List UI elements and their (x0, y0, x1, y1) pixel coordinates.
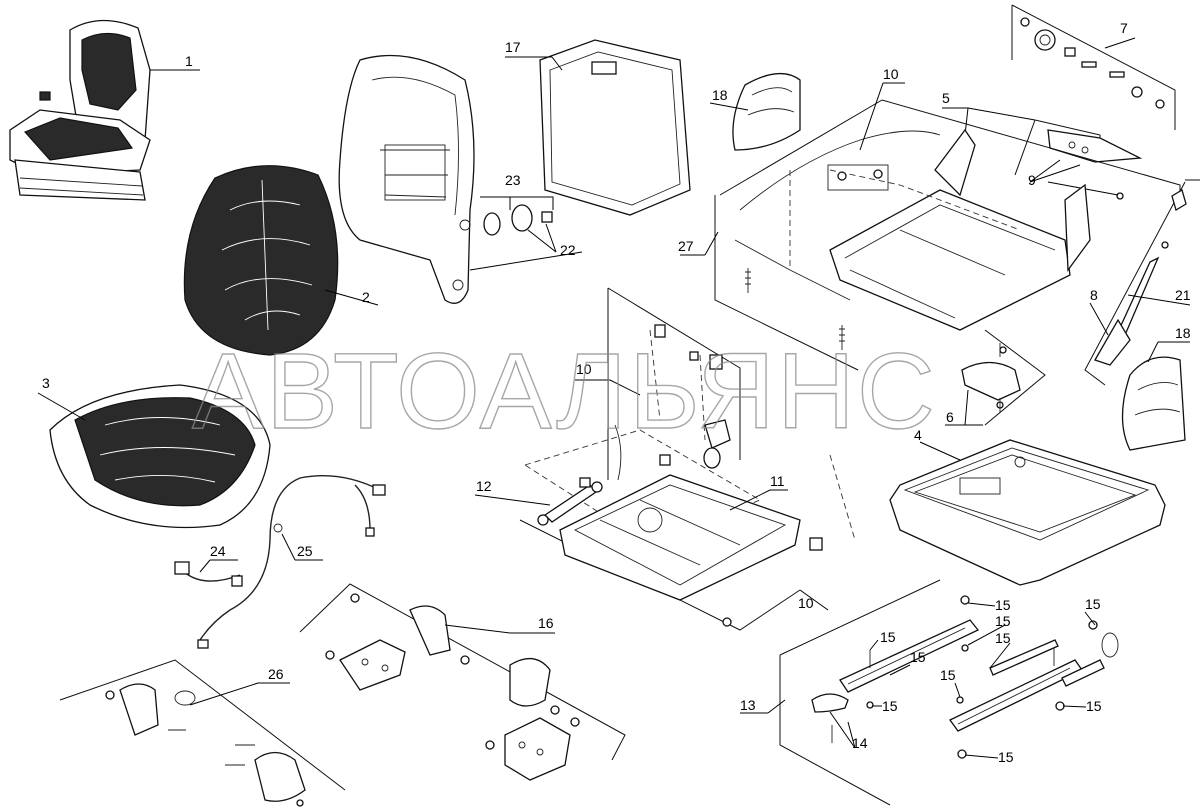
watermark-text: АВТОАЛЬЯНС (192, 330, 937, 451)
callout-8: 8 (1090, 287, 1098, 303)
callout-15-b: 15 (995, 613, 1011, 629)
callout-10-mid: 10 (576, 361, 592, 377)
callout-16: 16 (538, 615, 554, 631)
callout-15-g: 15 (940, 667, 956, 683)
callout-27: 27 (678, 238, 694, 254)
hardware-group-part (1011, 4, 1176, 130)
callout-15-a: 15 (995, 597, 1011, 613)
callout-11: 11 (770, 473, 785, 489)
gas-spring-part (537, 477, 603, 526)
seat-belt-set-part (299, 583, 626, 781)
callout-21: 21 (1175, 287, 1191, 303)
callout-15-h: 15 (882, 698, 898, 714)
callout-15-e: 15 (880, 629, 896, 645)
callout-25: 25 (297, 543, 313, 559)
backrest-cushion-part (183, 165, 339, 356)
callout-9: 9 (1028, 172, 1036, 188)
callout-15-i: 15 (1086, 698, 1102, 714)
callout-22: 22 (560, 242, 576, 258)
callout-6: 6 (946, 409, 954, 425)
wire-harness-part (174, 475, 386, 649)
side-trim-part-right (1121, 356, 1186, 451)
callout-13: 13 (740, 697, 756, 713)
callout-14: 14 (852, 735, 868, 751)
upper-suspension-assembly-part (714, 99, 1181, 371)
callout-12: 12 (476, 478, 492, 494)
callout-24: 24 (210, 543, 226, 559)
seat-pan-part (889, 439, 1166, 586)
callout-18-top: 18 (712, 87, 728, 103)
backrest-frame-part (338, 54, 475, 304)
backrest-rear-cover-part (539, 39, 691, 216)
callout-5: 5 (942, 90, 950, 106)
callout-26: 26 (268, 666, 284, 682)
callout-10-top: 10 (883, 66, 899, 82)
callout-17: 17 (505, 39, 521, 55)
callout-18-right: 18 (1175, 325, 1191, 341)
callout-10-bottom: 10 (798, 595, 814, 611)
adjust-lever-part (1084, 179, 1200, 386)
lap-belt-set-part (59, 659, 346, 807)
callout-3: 3 (42, 375, 50, 391)
callout-15-f: 15 (910, 649, 926, 665)
slide-rail-set-part (779, 579, 1119, 806)
callout-1: 1 (185, 53, 193, 69)
callout-15-d: 15 (1085, 596, 1101, 612)
side-trim-part-top (732, 73, 801, 151)
callout-7: 7 (1120, 20, 1128, 36)
complete-seat-part (9, 19, 151, 201)
guide-bracket-part (961, 329, 1046, 426)
bushing-set-part (483, 204, 553, 236)
callout-15-j: 15 (998, 749, 1014, 765)
lower-mechanism-part (519, 287, 856, 631)
callout-4: 4 (914, 427, 922, 443)
callout-23: 23 (505, 172, 521, 188)
seat-cushion-part (49, 384, 271, 529)
callout-15-c: 15 (995, 630, 1011, 646)
callout-2: 2 (362, 289, 370, 305)
